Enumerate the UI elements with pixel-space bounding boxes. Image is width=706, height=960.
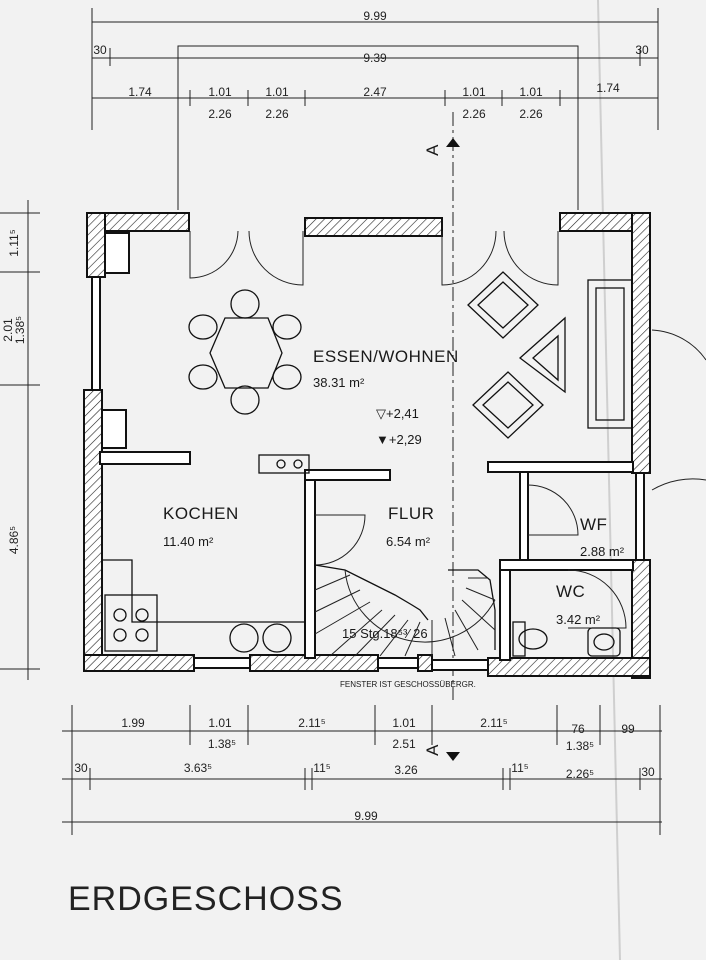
living-furniture xyxy=(467,271,633,439)
room-wf-name: WF xyxy=(580,515,607,534)
left-dimensions: 1.11⁵ 2.01 1.38⁵ 4.86⁵ xyxy=(0,200,40,680)
dim-top-inner: 9.39 xyxy=(363,51,387,65)
dim-bot-r1-0: 1.99 xyxy=(121,716,145,730)
floor-title: ERDGESCHOSS xyxy=(68,880,344,918)
kitchen-counter xyxy=(102,454,310,653)
dim-top-d2-bot: 2.26 xyxy=(208,107,232,121)
dim-bot-r2-1: 2.51 xyxy=(392,737,416,751)
dim-top-d3-top: 1.01 xyxy=(265,85,289,99)
dim-bot-r2-0: 1.38⁵ xyxy=(208,737,236,751)
dim-left-a: 1.11⁵ xyxy=(7,229,21,256)
dim-bot-total: 9.99 xyxy=(354,809,378,823)
dim-bot-r3-0: 30 xyxy=(74,761,88,775)
dim-bot-r1-3: 1.01 xyxy=(392,716,416,730)
dim-bot-r3-3: 3.26 xyxy=(394,763,418,777)
dim-top-d5-bot: 2.26 xyxy=(462,107,486,121)
dim-bot-r3-5: 2.26⁵ xyxy=(566,767,594,781)
room-essen-area: 38.31 m² xyxy=(313,375,365,390)
dim-bot-r2-2: 1.38⁵ xyxy=(566,739,594,753)
dim-bot-r3-6: 30 xyxy=(641,765,655,779)
dim-bot-r3-2: 11⁵ xyxy=(313,761,330,775)
room-wf-area: 2.88 m² xyxy=(580,544,625,559)
dim-left-b-bot: 1.38⁵ xyxy=(13,316,27,344)
dim-bot-r3-4: 11⁵ xyxy=(511,761,528,775)
dim-bot-r3-1: 3.63⁵ xyxy=(184,761,212,775)
doors xyxy=(189,230,706,629)
dim-bot-r1-5: 76 xyxy=(571,722,585,736)
dim-top-d4: 2.47 xyxy=(363,85,387,99)
bottom-dimensions: 1.99 1.01 2.11⁵ 1.01 2.11⁵ 76 99 1.38⁵ 2… xyxy=(62,705,662,835)
dim-bot-r1-4: 2.11⁵ xyxy=(480,716,507,730)
dim-top-d1: 1.74 xyxy=(128,85,152,99)
room-wc-name: WC xyxy=(556,582,585,601)
dim-top-d7: 1.74 xyxy=(596,81,620,95)
stairs-label: 15 Stg.18⁵³⁄ 26 xyxy=(342,626,428,641)
room-flur-area: 6.54 m² xyxy=(386,534,431,549)
top-dimensions: 9.99 9.39 30 30 1.74 1.01 2.26 1.01 2.26… xyxy=(91,8,659,210)
section-marker-top: A xyxy=(423,112,460,700)
dim-top-d2-top: 1.01 xyxy=(208,85,232,99)
staircase xyxy=(314,564,496,657)
level-lower: ▼+2,29 xyxy=(376,432,422,447)
room-kochen-area: 11.40 m² xyxy=(163,534,214,549)
paper-fold xyxy=(597,0,621,960)
dining-table xyxy=(188,289,302,415)
level-upper: ▽+2,41 xyxy=(376,406,419,421)
dim-bot-r1-1: 1.01 xyxy=(208,716,232,730)
dim-bot-r1-6: 99 xyxy=(621,722,635,736)
dim-top-total: 9.99 xyxy=(363,9,387,23)
room-wc-area: 3.42 m² xyxy=(556,612,601,627)
dim-top-d5-top: 1.01 xyxy=(462,85,486,99)
dim-top-d3-bot: 2.26 xyxy=(265,107,289,121)
section-label-top: A xyxy=(423,144,442,156)
dim-top-d6-bot: 2.26 xyxy=(519,107,543,121)
room-kochen-name: KOCHEN xyxy=(163,504,239,523)
wc-fixtures xyxy=(512,621,621,657)
room-essen-name: ESSEN/WOHNEN xyxy=(313,347,459,366)
dim-top-d6-top: 1.01 xyxy=(519,85,543,99)
dim-bot-r1-2: 2.11⁵ xyxy=(298,716,325,730)
walls xyxy=(83,212,651,679)
dim-left-b-top: 2.01 xyxy=(1,318,15,342)
dim-top-edge-left: 30 xyxy=(93,43,107,57)
dim-top-edge-right: 30 xyxy=(635,43,649,57)
section-label-bottom: A xyxy=(423,744,442,756)
section-marker-bottom: A xyxy=(423,744,460,761)
room-flur-name: FLUR xyxy=(388,504,434,523)
window-note: FENSTER IST GESCHOSSÜBERGR. xyxy=(340,680,476,689)
dim-left-c: 4.86⁵ xyxy=(7,526,21,554)
